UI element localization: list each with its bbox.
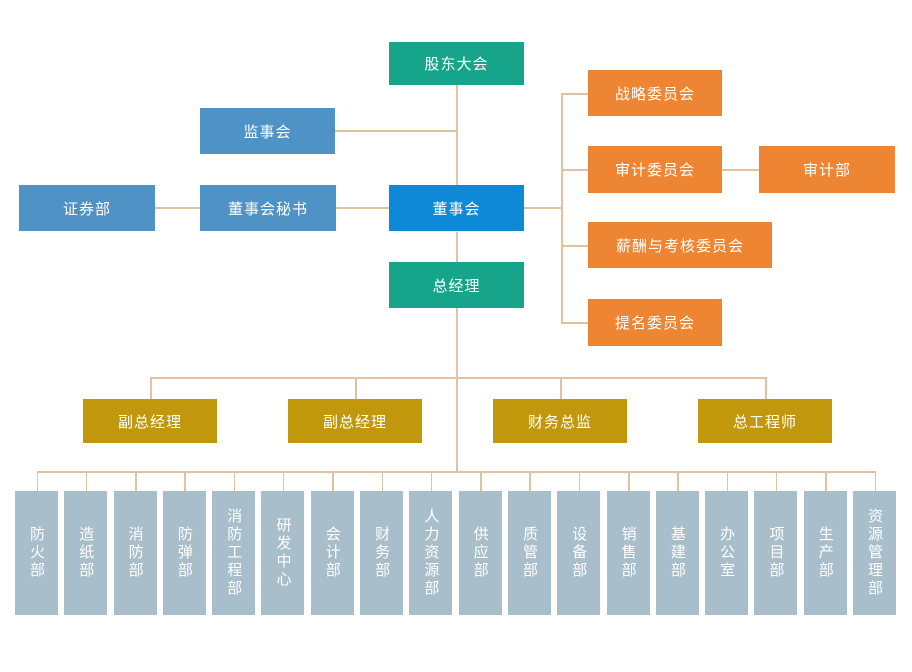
dept-cell: 生产部 <box>803 471 847 615</box>
dept-cell: 供应部 <box>458 471 502 615</box>
dept-label: 设备部 <box>570 526 588 580</box>
dept-cell: 设备部 <box>557 471 601 615</box>
dept-label: 防火部 <box>28 526 45 580</box>
node-board-secretary: 董事会秘书 <box>200 185 336 231</box>
dept-box-papermaking: 造纸部 <box>64 491 108 615</box>
dept-box-office: 办公室 <box>705 491 749 615</box>
dept-label: 消防工程部 <box>225 508 243 598</box>
node-deputy-gm-1: 副总经理 <box>83 377 217 443</box>
connector-strategy-stub <box>561 93 588 95</box>
dept-box-finance: 财务部 <box>360 491 404 615</box>
dept-box-accounting: 会计部 <box>310 491 354 615</box>
connector-board-gm <box>456 232 458 262</box>
dept-cell: 消防部 <box>113 471 157 615</box>
dept-label: 项目部 <box>767 526 785 580</box>
dept-cell: 资源管理部 <box>853 471 897 615</box>
node-audit-committee: 审计委员会 <box>588 146 722 193</box>
dept-label: 办公室 <box>718 526 736 580</box>
dept-box-fire-engineering: 消防工程部 <box>212 491 256 615</box>
dept-label: 会计部 <box>323 526 341 580</box>
dept-box-sales: 销售部 <box>606 491 650 615</box>
connector-secretary-board <box>336 207 390 209</box>
node-shareholders-meeting: 股东大会 <box>389 42 524 85</box>
node-nomination-committee: 提名委员会 <box>588 299 722 346</box>
dept-label: 造纸部 <box>77 526 95 580</box>
dept-box-bulletproof: 防弹部 <box>162 491 206 615</box>
dept-cell: 基建部 <box>655 471 699 615</box>
connector-supervisory <box>335 130 456 132</box>
dept-box-project: 项目部 <box>754 491 798 615</box>
dept-box-firefighting: 消防部 <box>113 491 157 615</box>
dept-cell: 造纸部 <box>64 471 108 615</box>
dept-label: 防弹部 <box>175 526 193 580</box>
dept-cell: 销售部 <box>606 471 650 615</box>
connector-gm-down <box>456 308 458 471</box>
dept-label: 人力资源部 <box>422 508 440 598</box>
dept-box-supply: 供应部 <box>458 491 502 615</box>
connector-board-committees <box>524 207 562 209</box>
dept-label: 生产部 <box>816 526 834 580</box>
connector-audit-stub <box>561 169 588 171</box>
dept-box-resource-management: 资源管理部 <box>853 491 897 615</box>
dept-label: 基建部 <box>668 526 686 580</box>
node-compensation-committee: 薪酬与考核委员会 <box>588 222 772 268</box>
dept-box-human-resources: 人力资源部 <box>409 491 453 615</box>
dept-cell: 防弹部 <box>162 471 206 615</box>
node-securities-dept: 证券部 <box>19 185 155 231</box>
dept-label: 资源管理部 <box>866 508 884 598</box>
dept-label: 财务部 <box>373 526 391 580</box>
dept-box-quality: 质管部 <box>507 491 551 615</box>
dept-box-rnd-center: 研发中心 <box>261 491 305 615</box>
connector-shareholders-board <box>456 84 458 185</box>
connector-nomination-stub <box>561 322 588 324</box>
node-general-manager: 总经理 <box>389 262 524 308</box>
node-strategy-committee: 战略委员会 <box>588 70 722 116</box>
dept-box-infrastructure: 基建部 <box>655 491 699 615</box>
connector-department-distribution <box>37 471 875 473</box>
node-supervisory-board: 监事会 <box>200 108 335 154</box>
dept-box-production: 生产部 <box>803 491 847 615</box>
dept-cell: 办公室 <box>705 471 749 615</box>
dept-cell: 研发中心 <box>261 471 305 615</box>
dept-label: 研发中心 <box>274 517 292 589</box>
dept-cell: 人力资源部 <box>409 471 453 615</box>
dept-cell: 防火部 <box>15 471 58 615</box>
dept-box-fire-prevention: 防火部 <box>15 491 58 615</box>
dept-label: 销售部 <box>619 526 637 580</box>
dept-cell: 消防工程部 <box>212 471 256 615</box>
connector-compensation-stub <box>561 245 588 247</box>
node-finance-director: 财务总监 <box>493 377 627 443</box>
dept-cell: 项目部 <box>754 471 798 615</box>
dept-box-equipment: 设备部 <box>557 491 601 615</box>
node-chief-engineer: 总工程师 <box>698 377 832 443</box>
connector-securities-secretary <box>155 207 201 209</box>
node-board-of-directors: 董事会 <box>389 185 524 231</box>
dept-label: 消防部 <box>126 526 144 580</box>
dept-cell: 会计部 <box>310 471 354 615</box>
dept-label: 质管部 <box>520 526 538 580</box>
dept-cell: 质管部 <box>507 471 551 615</box>
node-deputy-gm-2: 副总经理 <box>288 377 422 443</box>
connector-audit-dept <box>721 169 760 171</box>
dept-label: 供应部 <box>471 526 489 580</box>
connector-committee-spine <box>561 93 563 323</box>
node-audit-dept: 审计部 <box>759 146 895 193</box>
connector-executive-distribution <box>150 377 766 379</box>
dept-cell: 财务部 <box>360 471 404 615</box>
department-row: 防火部 造纸部 消防部 防弹部 消防工程部 研发中心 会计部 财务部 人力资源部… <box>15 471 897 615</box>
